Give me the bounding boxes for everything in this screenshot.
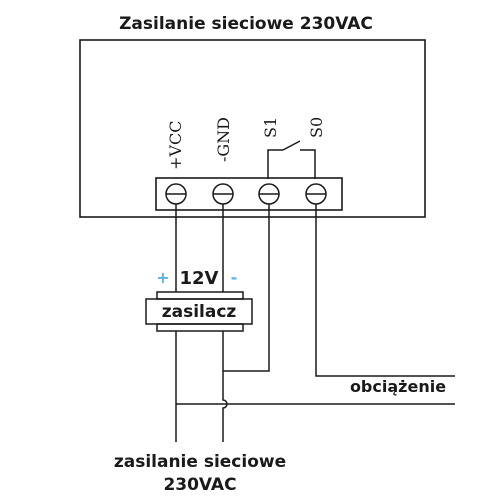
supply-plus-sign: +	[156, 268, 169, 287]
terminal-label-s0: S0	[307, 117, 326, 138]
supply-bottom-bar	[156, 323, 244, 332]
supply-top-bar	[156, 291, 244, 300]
mains-label-line2: 230VAC	[163, 475, 236, 495]
device-housing	[79, 39, 426, 218]
screw-terminal-s0	[305, 183, 327, 205]
load-label: obciążenie	[350, 377, 446, 396]
screw-terminal-s1	[258, 183, 280, 205]
wire-mains-right	[222, 331, 228, 442]
terminal-label-vcc: +VCC	[166, 121, 185, 170]
supply-voltage-label: 12V	[180, 268, 219, 289]
terminal-block	[155, 177, 343, 211]
diagram-title: Zasilanie sieciowe 230VAC	[119, 14, 373, 34]
terminal-label-gnd: -GND	[214, 117, 233, 162]
screw-terminal-gnd	[212, 183, 234, 205]
screw-terminal-vcc	[165, 183, 187, 205]
relay-switch	[267, 140, 316, 179]
wire-s1-to-mains	[223, 204, 270, 372]
wire-s0-to-load	[315, 204, 455, 377]
supply-minus-sign: -	[231, 268, 238, 287]
terminal-label-s1: S1	[261, 117, 280, 138]
supply-name-label: zasilacz	[162, 302, 237, 322]
mains-label-line1: zasilanie sieciowe	[114, 452, 286, 472]
